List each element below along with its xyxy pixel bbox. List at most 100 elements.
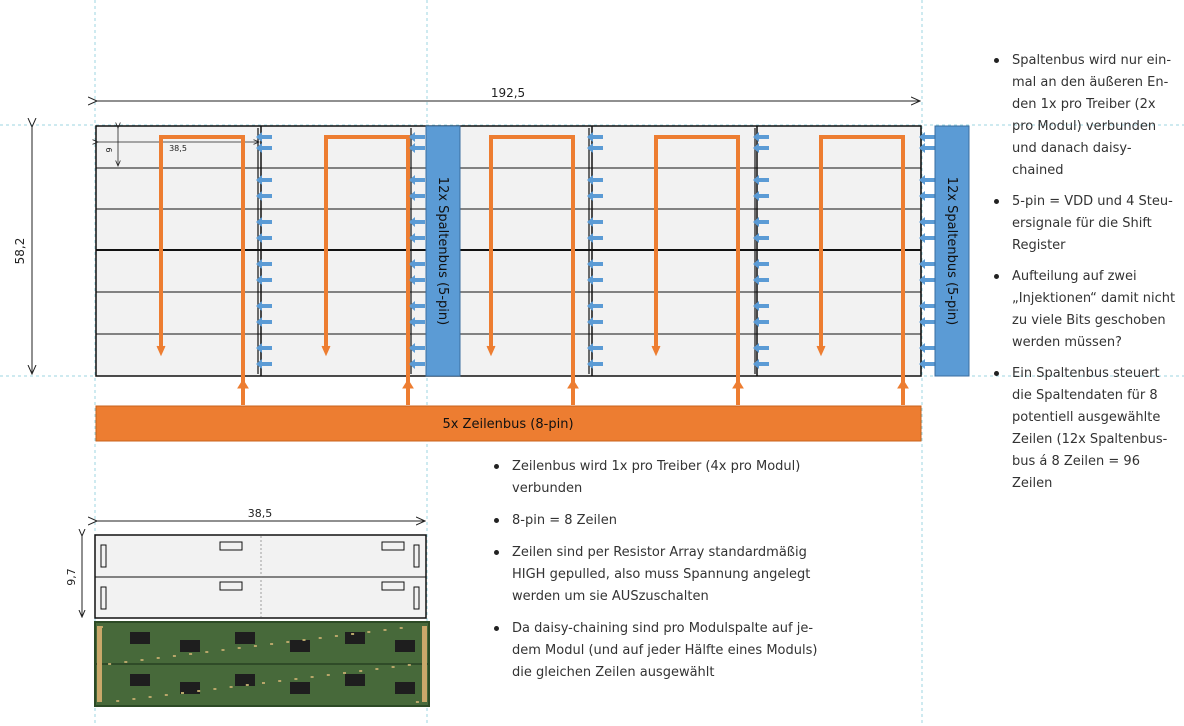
spaltenbus-arrow [256,259,272,269]
spaltenbus-arrow [587,175,603,185]
spaltenbus-arrow [409,143,425,153]
total-width-dimension: 192,5 [97,86,920,101]
spaltenbus-arrow [587,191,603,201]
loop-down-arrow [156,345,166,357]
spaltenbus-arrow [256,191,272,201]
pcb-component [326,674,330,676]
spaltenbus-arrow [919,359,935,369]
pcb-component [213,688,217,690]
zeilenbus-loop [324,135,410,404]
pcb-component [205,651,209,653]
module-width-label: 38,5 [248,507,273,520]
pcb-chip [180,640,200,652]
pcb-component [253,645,257,647]
spaltenbus-arrow [919,233,935,243]
spaltenbus-arrow [409,132,425,142]
pcb-component [278,680,282,682]
pcb-component [140,659,144,661]
pcb-component [229,686,233,688]
spaltenbus-arrow [919,143,935,153]
note-right-item: Aufteilung auf zwei „Injektionen“ damit … [990,266,1180,354]
pcb-component [391,666,395,668]
spaltenbus-arrow [409,259,425,269]
spaltenbus-arrow [409,359,425,369]
spaltenbus-arrow [919,317,935,327]
note-right-item: Ein Spaltenbus steuert die Spaltendaten … [990,363,1180,495]
spaltenbus-arrow [753,132,769,142]
pcb-component [351,633,355,635]
pcb-component [262,682,265,684]
module-height-dimension: 9,7 [65,536,82,617]
spaltenbus-arrow [587,343,603,353]
pcb-component [415,701,419,703]
spaltenbus-arrow [256,301,272,311]
module-height-label: 9,7 [65,568,78,586]
spaltenbus-arrow [409,175,425,185]
spaltenbus-arrow [587,275,603,285]
cell-dimension: 9 38,5 [98,128,259,166]
spaltenbus-arrow [256,175,272,185]
pcb-component [310,676,314,678]
pcb-chip [395,682,415,694]
pcb-chip [180,682,200,694]
pcb-component [407,664,411,666]
spaltenbus-arrow [256,317,272,327]
pcb-component [237,647,241,649]
spaltenbus-arrow [409,301,425,311]
pcb-chip [235,632,255,644]
spaltenbus-arrow [409,317,425,327]
pcb-component [164,694,168,696]
display-panel [95,125,922,377]
spaltenbus-bar-middle: 12x Spaltenbus (5-pin) [425,125,461,377]
spaltenbus-arrow [256,132,272,142]
pcb-connector [422,626,427,702]
module-drawing [94,534,427,619]
spaltenbus-arrow [587,217,603,227]
note-right-item: 5-pin = VDD und 4 Steu- ersignale für di… [990,191,1180,257]
spaltenbus-arrow [753,301,769,311]
spaltenbus-label-middle: 12x Spaltenbus (5-pin) [435,177,450,325]
zeilenbus-loop [159,135,245,404]
spaltenbus-arrow [587,233,603,243]
spaltenbus-arrow [256,143,272,153]
zeilenbus-loop [819,135,905,404]
pcb-component [181,692,184,694]
pcb-component [148,696,152,698]
pcb-chip [130,674,150,686]
spaltenbus-arrow [919,175,935,185]
spaltenbus-arrow [753,191,769,201]
pcb-component [197,690,201,692]
spaltenbus-arrows [256,128,935,374]
pcb-component [399,627,403,629]
pcb-connector [97,626,102,702]
note-bottom-item: Da daisy-chaining sind pro Modulspalte a… [490,618,820,684]
pcb-chip [235,674,255,686]
spaltenbus-arrow [753,275,769,285]
notes-bottom-list: Zeilenbus wird 1x pro Treiber (4x pro Mo… [490,456,820,694]
pcb-component [294,678,298,680]
spaltenbus-arrow [409,191,425,201]
pcb-chip [130,632,150,644]
pcb-chip [395,640,415,652]
loop-down-arrow [651,345,661,357]
pcb-component [156,657,160,659]
spaltenbus-arrow [919,301,935,311]
pcb-chip [290,640,310,652]
pcb-component [286,641,290,643]
loop-down-arrow [816,345,826,357]
spaltenbus-arrow [753,259,769,269]
pcb-component [132,698,136,700]
cell-height-label: 9 [105,147,114,152]
pcb-component [108,663,112,665]
spaltenbus-label-right: 12x Spaltenbus (5-pin) [944,177,959,325]
pcb-component [318,637,322,639]
spaltenbus-arrow [256,343,272,353]
note-bottom-item: 8-pin = 8 Zeilen [490,510,820,532]
zeilenbus-label: 5x Zeilenbus (8-pin) [442,417,573,432]
spaltenbus-arrow [587,359,603,369]
pcb-component [343,672,346,674]
spaltenbus-arrow [753,343,769,353]
note-bottom-item: Zeilen sind per Resistor Array standardm… [490,542,820,608]
spaltenbus-arrow [587,317,603,327]
